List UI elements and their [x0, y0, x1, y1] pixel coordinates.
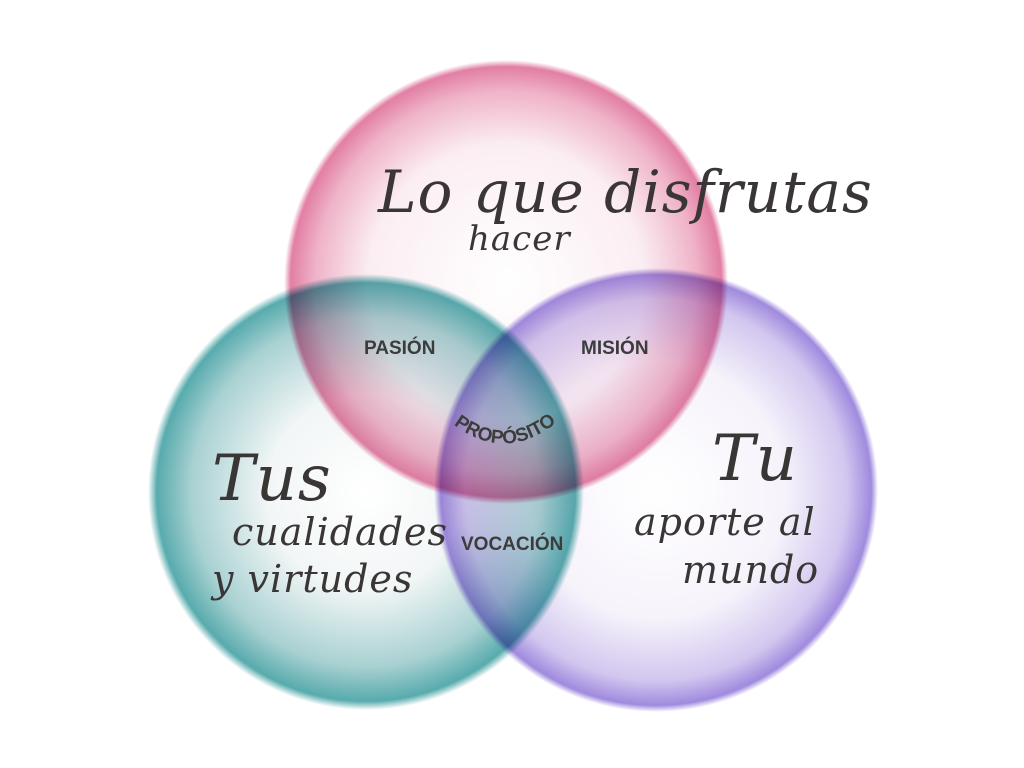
circle-top-line-1: Lo que disfrutas: [377, 158, 873, 226]
circle-left-line-1: Tus: [212, 442, 332, 516]
circle-right-line-3: mundo: [682, 548, 819, 592]
overlap-label-vocacion: VOCACIÓN: [461, 533, 563, 555]
circle-left-line-2: cualidades: [232, 510, 448, 554]
overlap-label-pasion: PASIÓN: [364, 337, 435, 359]
circle-left-text: Tus cualidades y virtudes: [210, 442, 454, 601]
circle-top: [284, 60, 728, 504]
circle-right-text: Tu aporte al mundo: [634, 422, 822, 592]
circle-top-text: Lo que disfrutas hacer: [377, 158, 879, 259]
circle-right-line-2: aporte al: [634, 500, 816, 544]
overlap-label-mision: MISIÓN: [581, 337, 649, 359]
circle-top-line-2: hacer: [468, 219, 571, 259]
circle-right-line-1: Tu: [712, 422, 798, 496]
circle-left-line-3: y virtudes: [210, 557, 413, 601]
